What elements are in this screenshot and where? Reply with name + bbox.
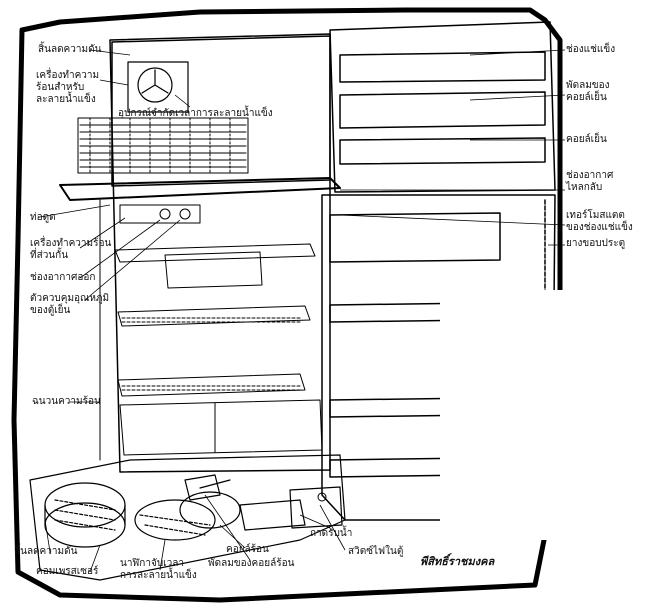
label-return-air-line-1: ช่องอากาศ xyxy=(566,170,614,181)
label-freezer-thermostat: เทอร์โมสแตต ของช่องแช่แข็ง xyxy=(566,210,633,234)
light-switch-knob xyxy=(317,492,327,502)
label-return-air-line-2: ไหลกลับ xyxy=(566,182,603,193)
label-fridge-control: ตัวควบคุมอุณหภูมิ ของตู้เย็น xyxy=(30,293,109,317)
label-partition-heater-line-1: เครื่องทำความร้อน xyxy=(30,238,112,249)
freezer-door xyxy=(329,21,556,193)
label-defrost-timer-line-2: การละลายน้ำแข็ง xyxy=(120,570,197,581)
label-hot-pipe: ฉนวนความร้อน xyxy=(32,396,101,407)
fridge-shelves xyxy=(114,243,316,397)
partition xyxy=(59,177,341,201)
label-return-air: ช่องอากาศ ไหลกลับ xyxy=(566,170,613,194)
bottom-drawers xyxy=(119,399,323,456)
label-air-outlet: ช่องอากาศออก xyxy=(30,272,96,283)
label-drip-tray: ถาดรับน้ำ xyxy=(310,528,353,539)
condenser-fan xyxy=(184,474,231,501)
evaporator-coil xyxy=(77,117,249,174)
label-fridge-control-line-1: ตัวควบคุมอุณหภูมิ xyxy=(30,293,110,304)
label-compressor: คอมเพรสเซอร์ xyxy=(36,566,99,577)
label-evap-fan-line-2: คอยล์เย็น xyxy=(566,92,607,103)
label-partition-heater-line-2: ที่ส่วนกั้น xyxy=(30,250,69,261)
control-panel xyxy=(119,204,201,224)
compressor xyxy=(44,482,126,548)
label-freezer: ช่องแช่แข็ง xyxy=(566,44,616,55)
label-condenser: คอยล์ร้อน xyxy=(226,544,269,555)
defrost-timer-box xyxy=(289,486,343,529)
label-freezer-thermostat-line-1: เทอร์โมสแตต xyxy=(566,210,625,221)
freezer-compartment xyxy=(111,35,331,187)
condenser-coil xyxy=(134,491,241,541)
label-defrost-timer-line-1: นาฬิกาจับเวลา xyxy=(120,558,184,569)
label-evap-fan: พัดลมของ คอยล์เย็น xyxy=(566,80,610,104)
label-defrost-heater: เครื่องทำความ ร้อนสำหรับ ละลายน้ำแข็ง xyxy=(36,70,99,106)
blank-region xyxy=(440,290,653,540)
label-defrost-heater-line-3: ละลายน้ำแข็ง xyxy=(36,94,96,105)
label-door-gasket: ยางขอบประตู xyxy=(566,238,626,249)
image-credit: พีสิทธิ์ราชมงคล xyxy=(420,555,495,568)
label-evap-fan-line-1: พัดลมของ xyxy=(566,80,610,91)
drip-tray xyxy=(239,499,306,531)
label-partition-heater: เครื่องทำความร้อน ที่ส่วนกั้น xyxy=(30,238,111,262)
evaporator-fan xyxy=(127,61,189,113)
label-condenser-fan: พัดลมของคอยล์ร้อน xyxy=(208,558,295,569)
label-defrost-timer: นาฬิกาจับเวลา การละลายน้ำแข็ง xyxy=(120,558,197,582)
label-fridge-control-line-2: ของตู้เย็น xyxy=(30,305,71,316)
label-defrost-heater-line-1: เครื่องทำความ xyxy=(36,70,100,81)
crisper-drawer xyxy=(164,251,263,289)
label-drain-pipe: ท่อดูด xyxy=(30,212,56,223)
label-defrost-limiter: อุปกรณ์จำกัดเวลาการละลายน้ำแข็ง xyxy=(118,108,273,119)
label-evaporator: คอยล์เย็น xyxy=(566,134,607,145)
label-cap-tube-top: สิ้นลดความดัน xyxy=(38,44,102,55)
machine-compartment xyxy=(29,454,346,581)
label-defrost-heater-line-2: ร้อนสำหรับ xyxy=(36,82,85,93)
label-freezer-thermostat-line-2: ของช่องแช่แข็ง xyxy=(566,222,633,233)
label-cap-tube-bottom: สิ้นลดความดัน xyxy=(14,546,78,557)
label-light-switch: สวิตซ์ไฟในตู้ xyxy=(348,546,404,557)
